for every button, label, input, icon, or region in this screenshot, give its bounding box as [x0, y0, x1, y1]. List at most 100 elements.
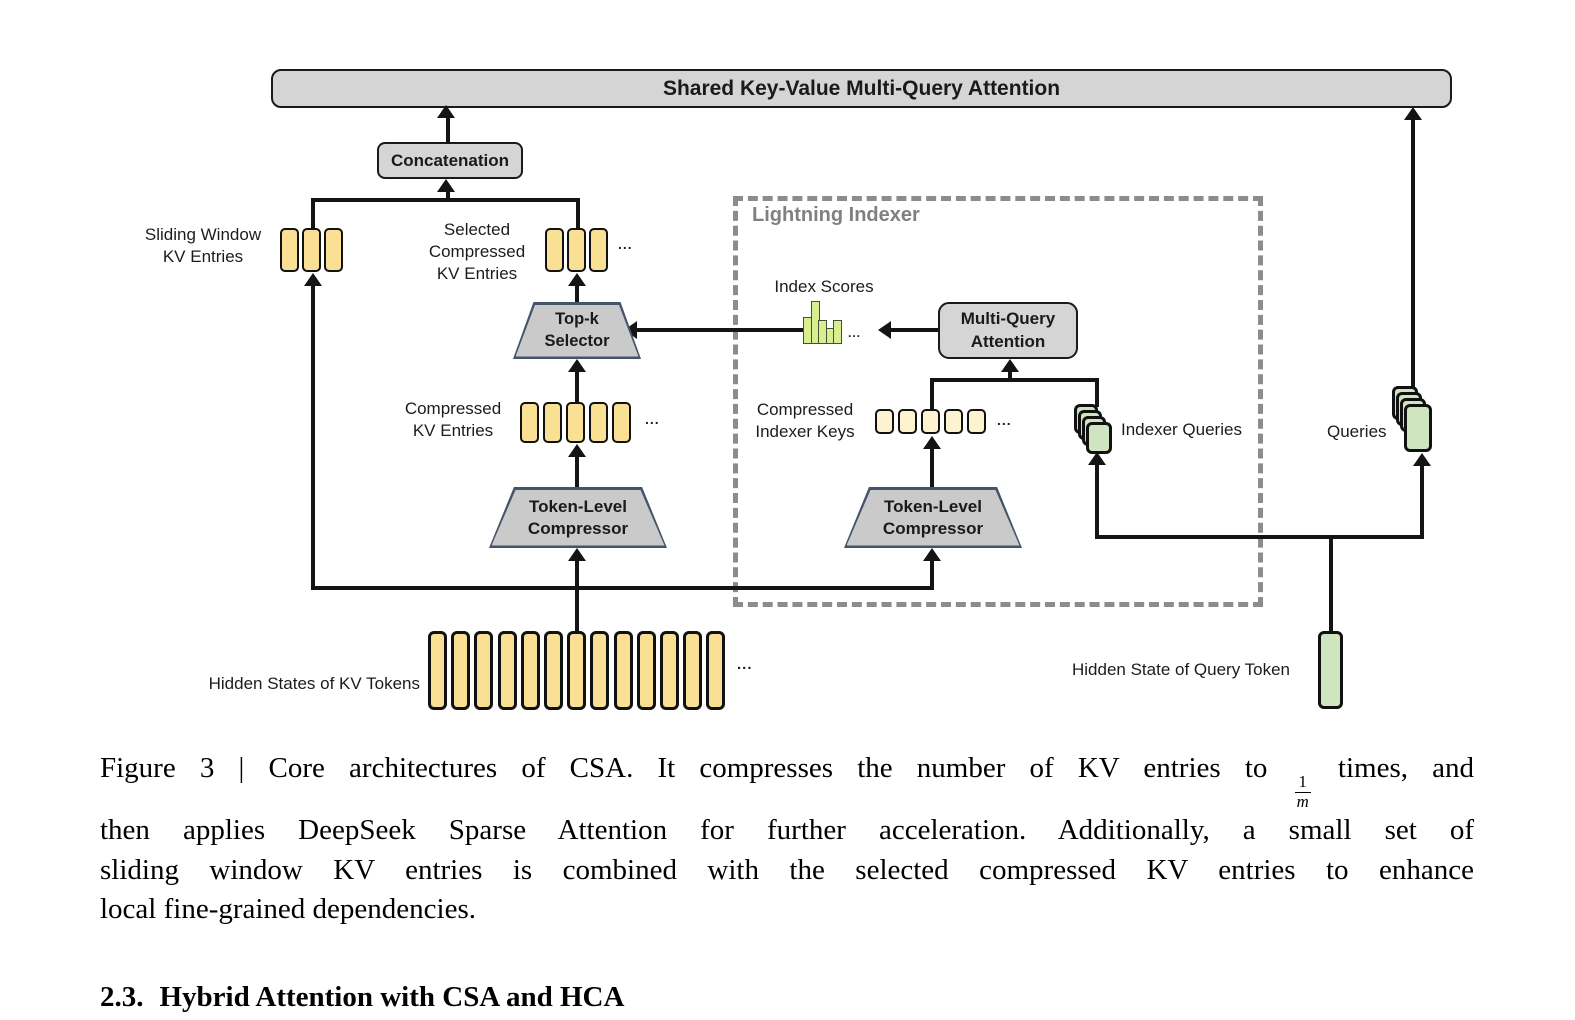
connector-line	[311, 200, 315, 228]
connector-line	[930, 380, 934, 410]
topk-selector: Top-k Selector	[513, 302, 641, 359]
compressed-kv-ellipsis: ...	[645, 411, 660, 427]
arrow-head	[568, 444, 586, 457]
hidden-states-kv-label: Hidden States of KV Tokens	[180, 673, 420, 695]
token-box	[636, 631, 656, 710]
arrow-head	[1088, 452, 1106, 465]
hidden-states-kv-tokens	[428, 631, 726, 710]
token-box	[921, 409, 940, 434]
lightning-indexer-title: Lightning Indexer	[752, 204, 920, 226]
index-scores-ellipsis: ...	[848, 326, 862, 340]
token-box	[545, 228, 564, 272]
connector-line	[311, 586, 934, 590]
arrow-line	[930, 559, 934, 590]
arrow-head	[304, 273, 322, 286]
token-box	[451, 631, 471, 710]
token-box	[875, 409, 894, 434]
arrow-line	[446, 190, 450, 202]
label-line: Compressed	[756, 400, 854, 419]
label-line: Index Scores	[774, 277, 874, 296]
token-box	[613, 631, 633, 710]
lightning-indexer-region	[733, 196, 1263, 607]
token-box	[474, 631, 494, 710]
arrow-line	[575, 455, 579, 487]
caption-line: local fine-grained dependencies.	[100, 893, 477, 926]
sliding-window-kv-tokens	[280, 228, 343, 272]
connector-line	[1095, 535, 1424, 539]
index-score-bar	[833, 320, 842, 344]
token-box	[324, 228, 343, 272]
mqa-label-line2: Attention	[970, 331, 1046, 351]
arrow-head	[437, 179, 455, 192]
token-box	[590, 631, 610, 710]
token-box	[497, 631, 517, 710]
topk-selector-label-line2: Selector	[544, 331, 610, 350]
shared-kv-mqa-bar: Shared Key-Value Multi-Query Attention	[271, 69, 1452, 108]
compressed-indexer-keys-label: Compressed Indexer Keys	[745, 399, 865, 443]
caption-line: sliding window KV entries is combined wi…	[100, 853, 1474, 886]
arrow-head	[878, 321, 891, 339]
arrow-head	[568, 273, 586, 286]
connector-line	[576, 200, 580, 228]
label-line: Queries	[1327, 422, 1387, 441]
hidden-state-query-token-box	[1318, 631, 1343, 709]
connector-line	[311, 198, 580, 202]
token-box	[659, 631, 679, 710]
concatenation-label: Concatenation	[390, 150, 510, 170]
token-box	[898, 409, 917, 434]
token-box	[967, 409, 986, 434]
arrow-line	[1420, 466, 1424, 537]
compressed-indexer-key-tokens	[875, 409, 986, 434]
arrow-line	[575, 284, 579, 303]
token-box	[520, 631, 540, 710]
index-scores-label: Index Scores	[768, 276, 880, 298]
arrow-head	[1413, 453, 1431, 466]
arrow-line	[1095, 464, 1099, 537]
token-box	[589, 228, 608, 272]
token-box	[706, 631, 726, 710]
selected-ellipsis: ...	[618, 236, 633, 252]
arrow-line	[575, 559, 579, 632]
sliding-window-label: Sliding Window KV Entries	[133, 224, 273, 268]
label-line: KV Entries	[436, 264, 518, 283]
arrow-head	[568, 359, 586, 372]
arrow-line	[1411, 119, 1415, 389]
connector-line	[930, 378, 1099, 382]
token-box	[683, 631, 703, 710]
arrow-head	[437, 105, 455, 118]
concatenation-box: Concatenation	[377, 142, 523, 179]
compressed-kv-label: Compressed KV Entries	[394, 398, 512, 442]
arrow-head	[923, 548, 941, 561]
label-line: Indexer Keys	[755, 422, 855, 441]
token-level-compressor-right: Token-Level Compressor	[844, 487, 1022, 548]
index-scores-bars	[803, 300, 842, 344]
caption-line: Figure 3 | Core architectures of CSA. It…	[100, 752, 1475, 811]
indexer-keys-ellipsis: ...	[997, 412, 1012, 428]
shared-kv-mqa-label: Shared Key-Value Multi-Query Attention	[662, 76, 1061, 100]
arrow-line	[311, 284, 315, 590]
compressed-kv-tokens	[520, 402, 631, 443]
arrow-head	[1001, 359, 1019, 372]
arrow-head	[1404, 107, 1422, 120]
compressor-label-line1: Token-Level	[884, 496, 982, 516]
token-box	[280, 228, 299, 272]
label-line: Sliding Window	[144, 225, 262, 244]
token-box	[520, 402, 539, 443]
label-line: Indexer Queries	[1121, 420, 1242, 439]
label-line: KV Entries	[162, 247, 244, 266]
arrow-line	[637, 328, 805, 332]
arrow-head	[923, 436, 941, 449]
hidden-state-query-label: Hidden State of Query Token	[1072, 659, 1290, 681]
label-line: Compressed	[404, 399, 502, 418]
indexer-queries-label: Indexer Queries	[1121, 419, 1242, 441]
arrow-head	[568, 548, 586, 561]
token-box	[944, 409, 963, 434]
arrow-line	[575, 370, 579, 403]
stack-card	[1404, 404, 1432, 452]
connector-line	[1329, 537, 1333, 632]
label-line: Selected	[443, 220, 511, 239]
arrow-line	[930, 447, 934, 487]
compressor-label-line2: Compressor	[527, 518, 629, 538]
label-line: KV Entries	[412, 421, 494, 440]
